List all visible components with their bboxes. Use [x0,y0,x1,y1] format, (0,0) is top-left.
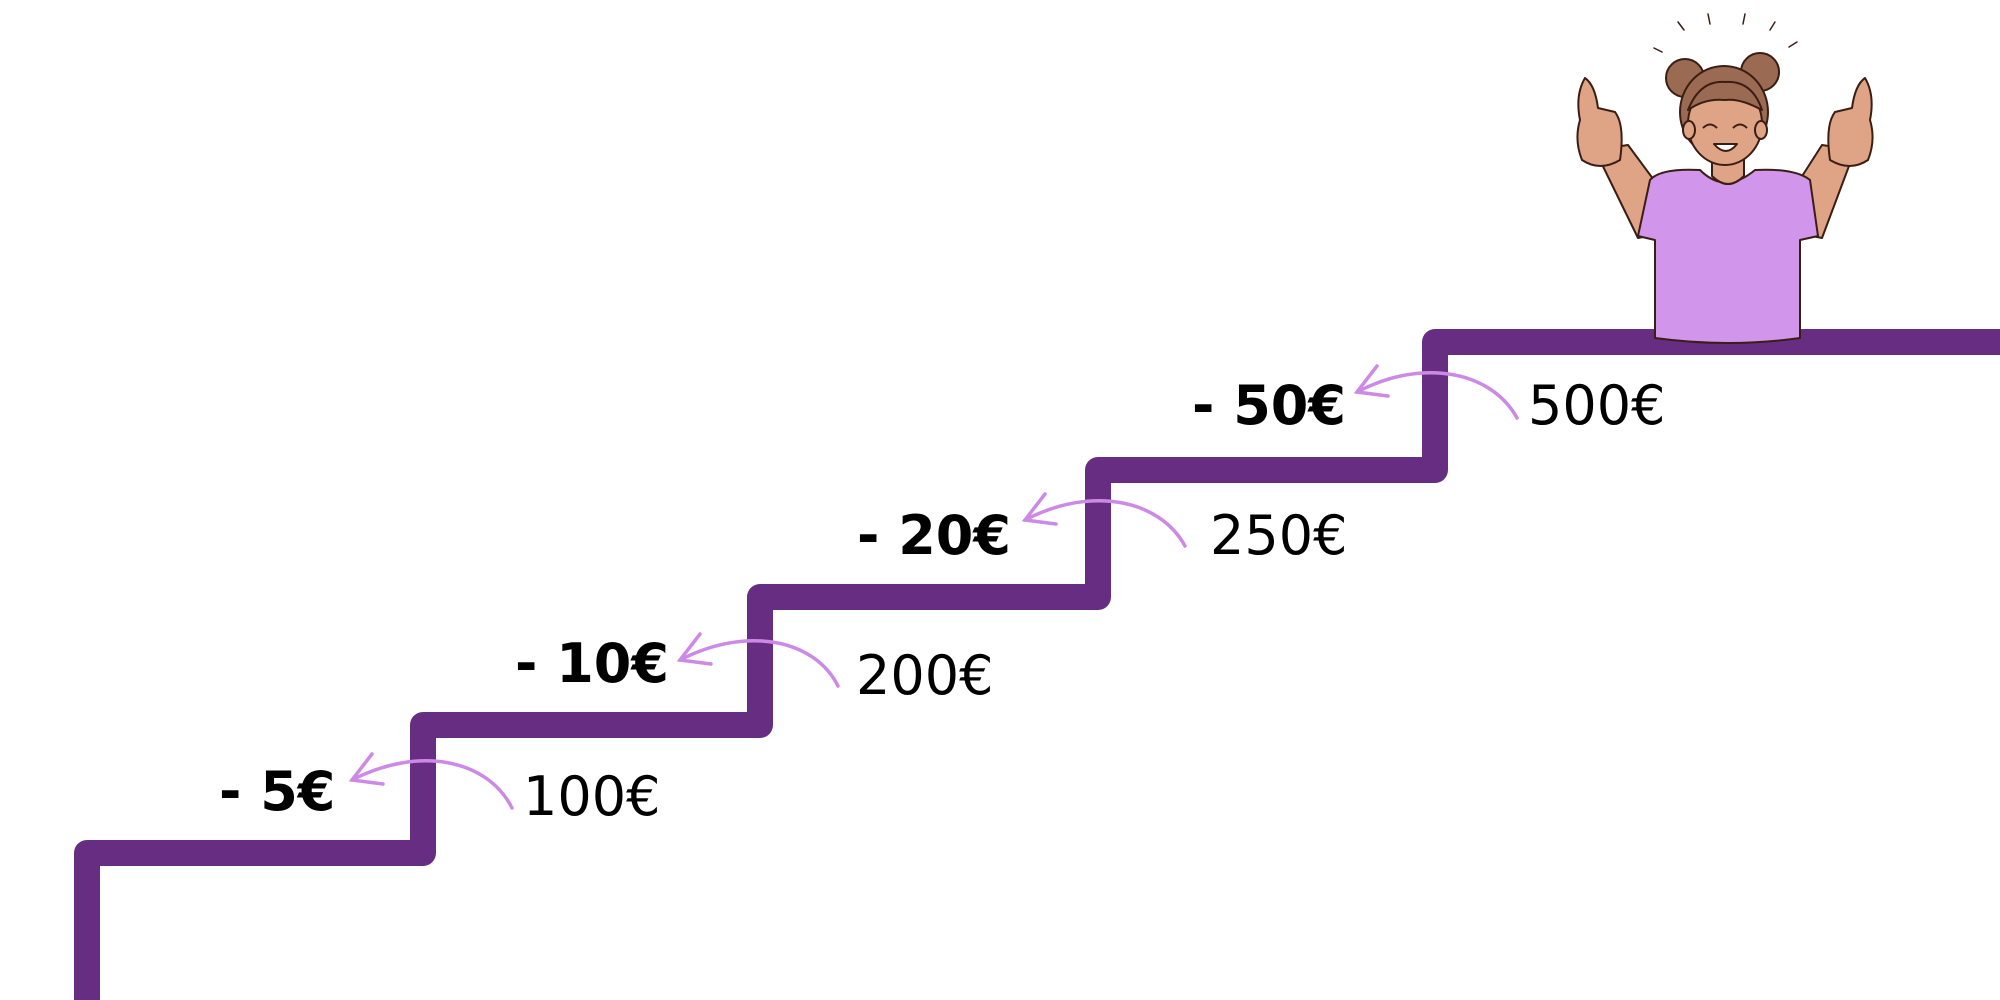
step-2-threshold: 200€ [856,644,993,707]
step-4-discount: - 50€ [1192,374,1346,437]
step-2-arrow-icon [676,632,840,688]
step-3-arrow-icon [1021,492,1187,548]
step-1-threshold: 100€ [523,765,660,828]
staircase-icon [74,329,2000,1000]
step-3-threshold: 250€ [1210,504,1347,567]
step-1-arrow-icon [348,752,514,810]
step-2-discount: - 10€ [515,632,669,695]
step-1-discount: - 5€ [219,760,335,823]
step-4-threshold: 500€ [1528,374,1665,437]
step-4-arrow-icon [1353,364,1519,420]
step-3-discount: - 20€ [857,504,1011,567]
girl-thumbs-up-icon [1576,13,1874,344]
